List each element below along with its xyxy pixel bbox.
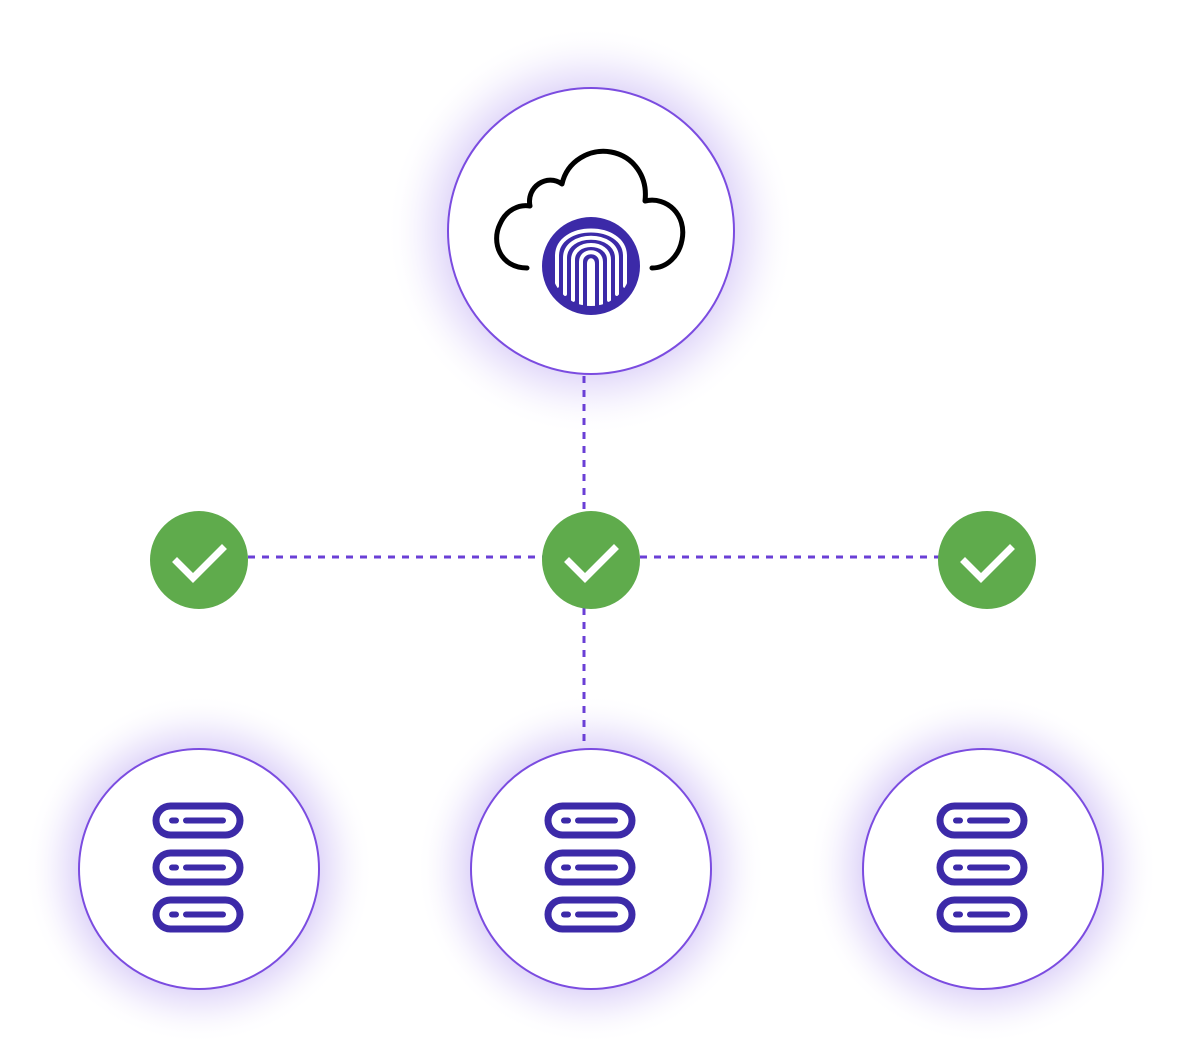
cloud-auth-node[interactable] — [447, 87, 735, 375]
checkpoint-center — [542, 511, 640, 609]
check-icon — [564, 544, 619, 583]
server-node-right[interactable] — [862, 748, 1104, 990]
check-icon — [960, 544, 1015, 583]
connector-lines — [248, 376, 939, 748]
server-stack-icon — [936, 802, 1028, 933]
server-node-center[interactable] — [470, 748, 712, 990]
server-stack-icon — [152, 802, 244, 933]
cloud-fingerprint-icon — [494, 148, 686, 315]
server-node-left[interactable] — [78, 748, 320, 990]
checkpoint-right — [938, 511, 1036, 609]
cloud-icon — [494, 148, 686, 271]
server-stack-icon — [544, 802, 636, 933]
fingerprint-icon — [542, 217, 640, 315]
checkpoint-left — [150, 511, 248, 609]
check-icon — [172, 544, 227, 583]
